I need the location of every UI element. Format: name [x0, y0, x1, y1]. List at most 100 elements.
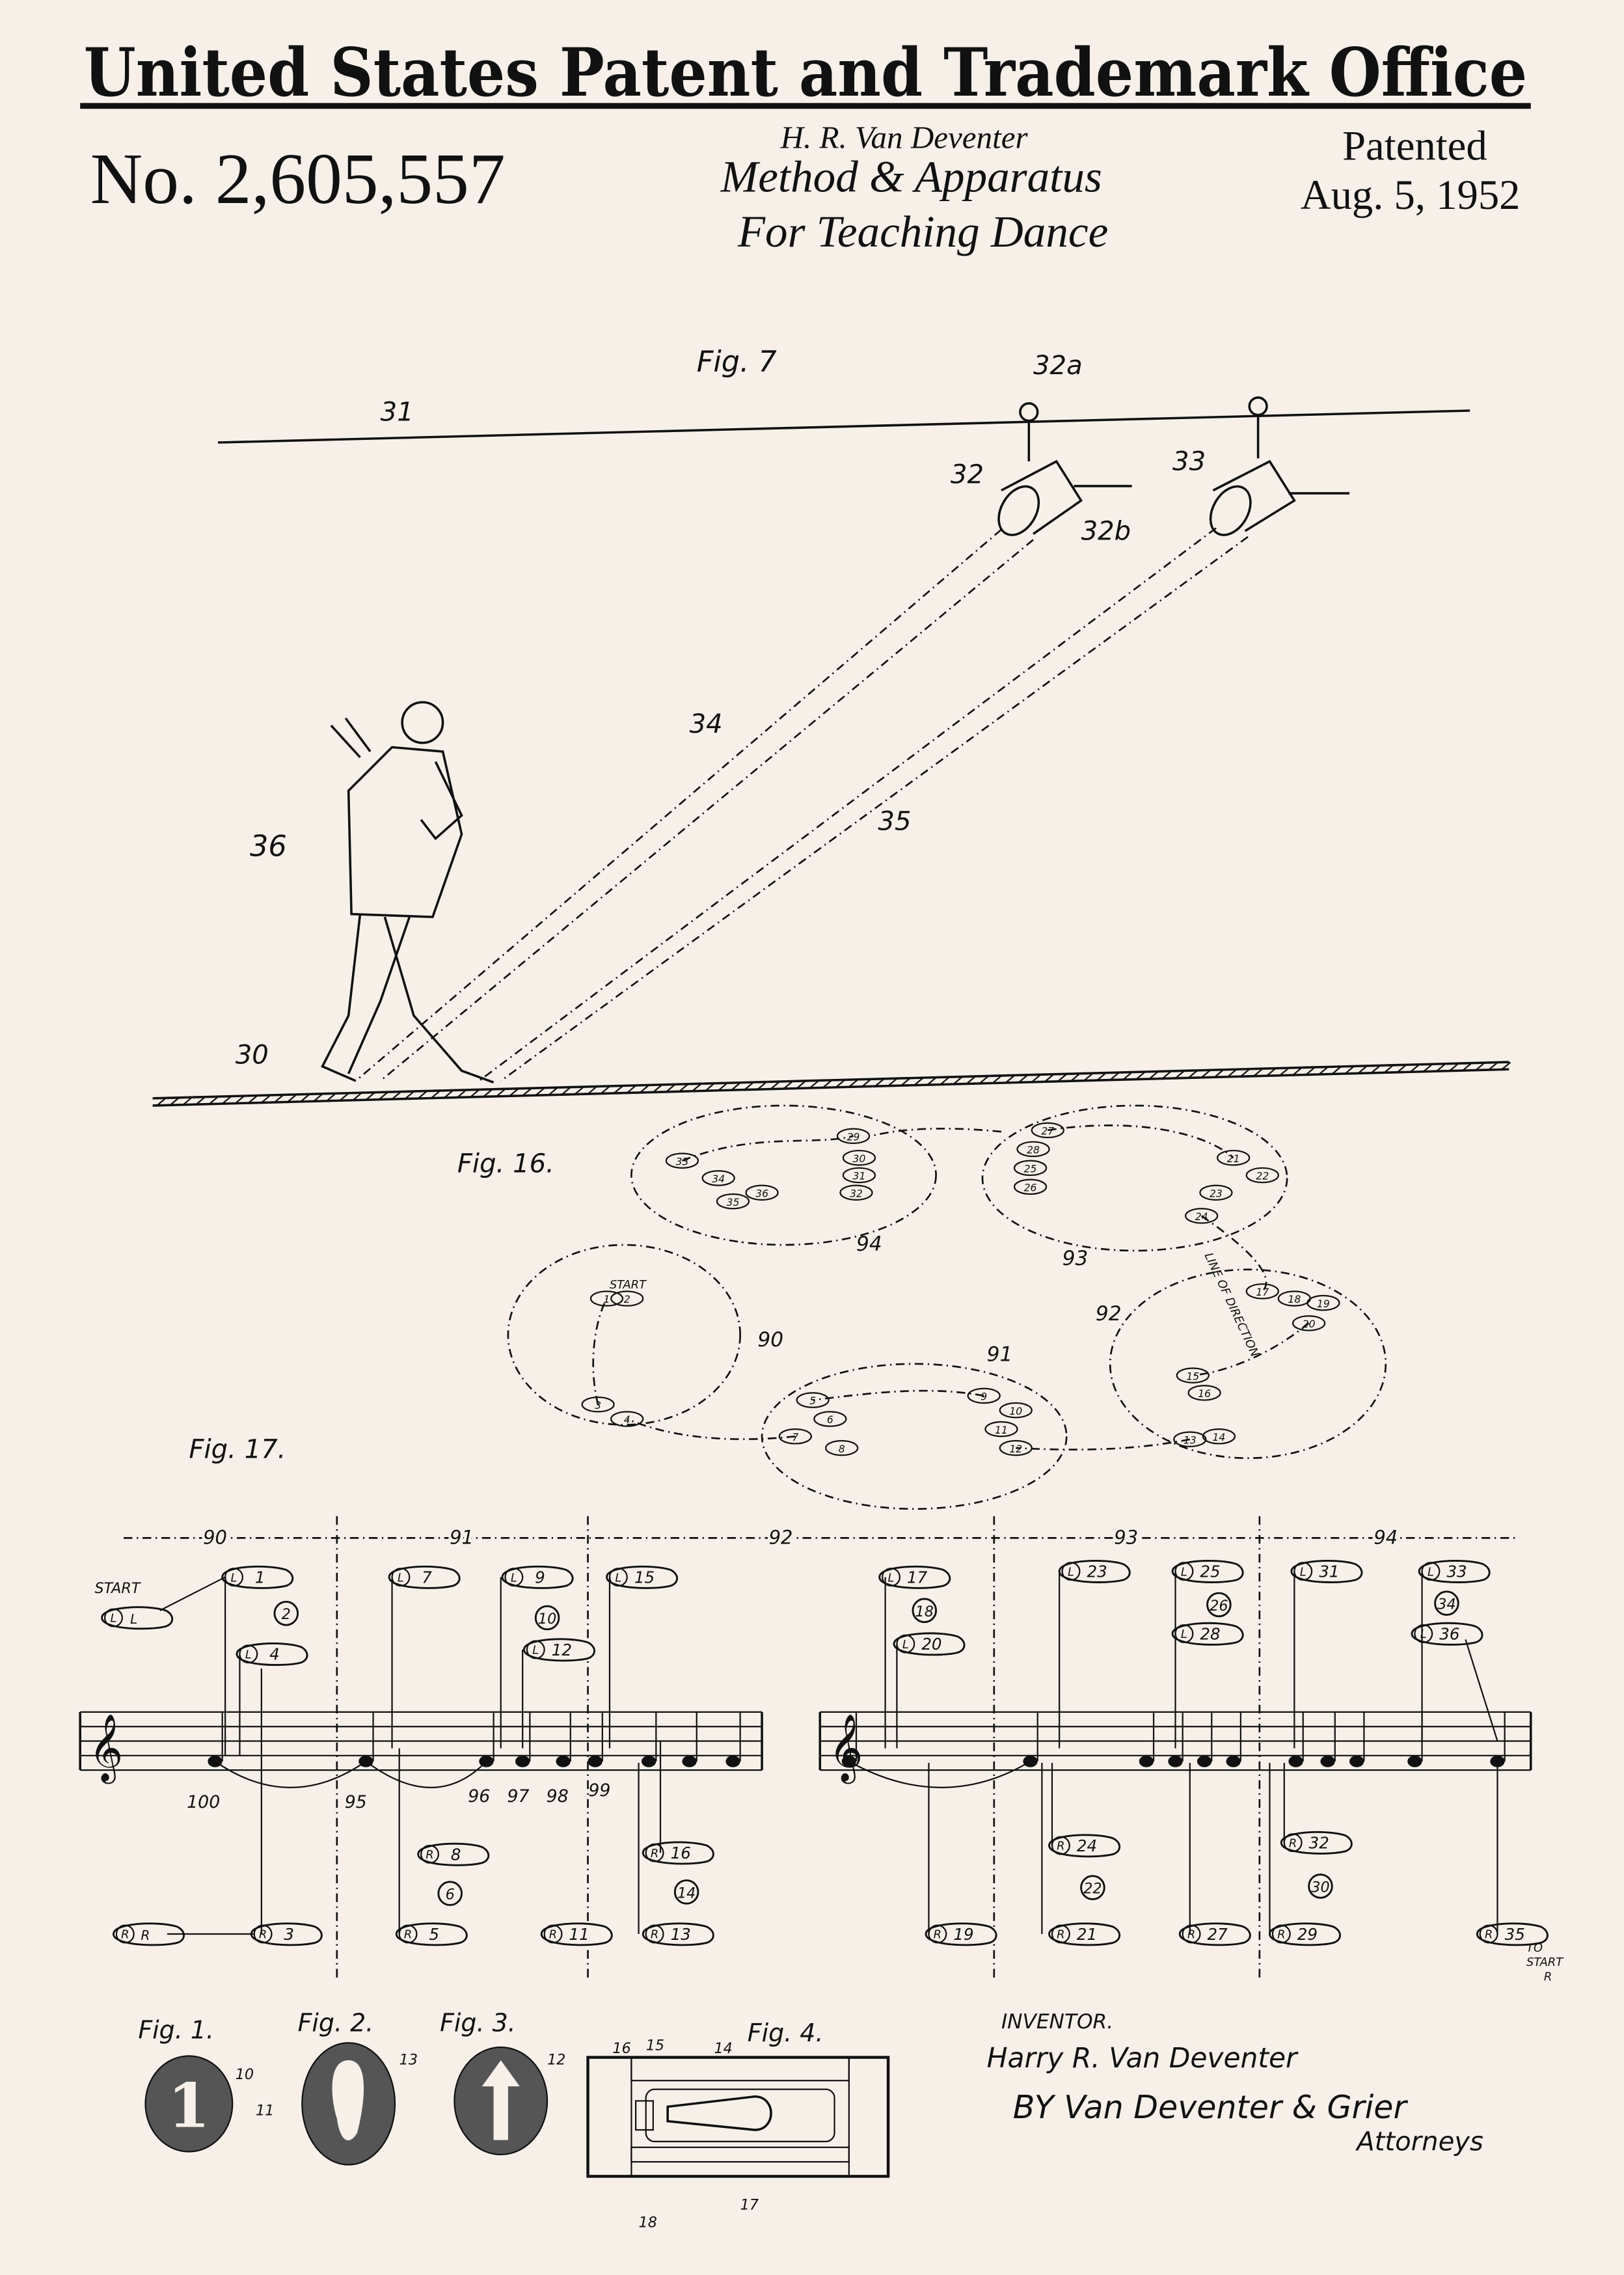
ref-18: 18 — [639, 2214, 657, 2231]
fig16-step-number: 32 — [850, 1188, 863, 1199]
region-93 — [981, 1104, 1288, 1252]
svg-text:R: R — [1485, 1928, 1493, 1942]
fig16-step: 26 — [1013, 1178, 1048, 1195]
svg-text:R: R — [1277, 1928, 1285, 1942]
svg-text:L: L — [902, 1638, 909, 1652]
svg-text:L: L — [1300, 1565, 1306, 1579]
music-staff: 𝄞 — [79, 1711, 763, 1784]
ref-10: 10 — [236, 2066, 254, 2083]
fig16-step: 22 — [1245, 1167, 1279, 1184]
fig16-step-number: 28 — [1027, 1145, 1040, 1156]
fig16-step-number: 30 — [853, 1153, 866, 1165]
svg-text:R: R — [426, 1848, 433, 1862]
count-circle: 22 — [1080, 1875, 1105, 1900]
count-number: 10 — [538, 1611, 556, 1628]
svg-text:L: L — [1428, 1565, 1434, 1579]
note — [515, 1711, 531, 1767]
measure-label: 90 — [203, 1526, 227, 1548]
fig16-step-number: 36 — [755, 1188, 768, 1199]
fig16-step-number: 17 — [1256, 1287, 1269, 1298]
to-start-label: START — [1526, 1955, 1564, 1969]
disc-fig1 — [144, 2055, 234, 2153]
fig16-step: 13 — [1173, 1431, 1207, 1448]
left-foot-step: L 23 — [1058, 1559, 1131, 1583]
lamp-hanger-32a — [1019, 402, 1039, 422]
ref-33: 33 — [1172, 446, 1206, 476]
fig16-step-number: 8 — [839, 1443, 845, 1455]
lamp-hanger-33 — [1248, 396, 1268, 416]
note — [1349, 1711, 1365, 1767]
floor-hatching — [156, 1061, 1511, 1106]
fig16-step-number: 4 — [624, 1414, 630, 1426]
ref-13: 13 — [399, 2052, 418, 2069]
count-circle: 26 — [1206, 1592, 1232, 1618]
spotlight-32 — [997, 459, 1132, 536]
line-of-direction-label: LINE OF DIRECTION — [1202, 1251, 1262, 1359]
svg-text:L: L — [1068, 1565, 1074, 1579]
fig16-step-number: 18 — [1288, 1294, 1301, 1305]
svg-text:L: L — [1420, 1628, 1427, 1641]
fig16-step-number: 19 — [1317, 1298, 1330, 1310]
right-foot-step-number: 29 — [1297, 1925, 1318, 1944]
note — [1168, 1711, 1184, 1767]
patent-date: Aug. 5, 1952 — [1301, 171, 1521, 218]
ref-34: 34 — [690, 709, 723, 739]
lamp-housing-fig4 — [586, 2056, 890, 2178]
fig16-step: 29 — [836, 1128, 871, 1145]
ref-17: 17 — [740, 2197, 759, 2214]
right-foot-step: R 16 — [642, 1841, 714, 1865]
fig16-step-number: 5 — [809, 1395, 816, 1407]
figure-16: Fig. 16. 94 93 90 91 92 START LINE OF DI… — [457, 1104, 1387, 1510]
ref-36: 36 — [250, 829, 287, 863]
footprint-icon — [332, 2060, 364, 2141]
left-foot-step-number: 4 — [269, 1645, 280, 1664]
fig16-step: 17 — [1245, 1283, 1279, 1300]
fig4-label: Fig. 4. — [748, 2019, 824, 2047]
count-number: 22 — [1083, 1881, 1102, 1898]
svg-text:L: L — [398, 1571, 404, 1585]
fig16-step: 36 — [745, 1184, 779, 1201]
left-foot-step-number: 9 — [535, 1568, 545, 1587]
svg-text:R: R — [651, 1847, 658, 1860]
left-foot-step-number: 7 — [422, 1568, 432, 1587]
fig16-step: 11 — [984, 1421, 1018, 1437]
fig16-step-number: 35 — [727, 1197, 740, 1208]
start-right-foot-label: R — [141, 1928, 150, 1943]
fig16-step: 27 — [1031, 1122, 1064, 1139]
fig16-step-number: 21 — [1227, 1153, 1240, 1165]
fig16-step: 8 — [825, 1439, 859, 1456]
fig16-step-number: 10 — [1009, 1406, 1022, 1417]
note-ref: 100 — [187, 1792, 220, 1812]
fig16-step-number: 6 — [827, 1414, 833, 1426]
right-foot-step-number: 13 — [671, 1925, 691, 1944]
fig16-step-number: 11 — [995, 1424, 1008, 1436]
ref-32: 32 — [951, 459, 984, 489]
right-foot-step-number: 8 — [451, 1845, 461, 1864]
left-foot-step-number: 36 — [1439, 1624, 1459, 1643]
svg-text:L: L — [888, 1571, 895, 1585]
right-foot-step-number: 16 — [671, 1844, 691, 1862]
measure-label: 94 — [1374, 1526, 1398, 1548]
note — [1288, 1711, 1304, 1767]
fig16-step: 19 — [1306, 1294, 1340, 1311]
disc-numeral: 1 — [168, 2071, 210, 2142]
ref-15: 15 — [646, 2037, 664, 2054]
fig16-step: 10 — [999, 1402, 1033, 1419]
note-ref: 95 — [345, 1792, 367, 1812]
note — [479, 1711, 494, 1767]
count-circle: 2 — [273, 1601, 299, 1626]
start-label: START — [610, 1278, 647, 1292]
note-ref: 96 — [468, 1786, 490, 1806]
left-foot-step-number: 23 — [1087, 1562, 1107, 1581]
note — [1197, 1711, 1213, 1767]
fig2-label: Fig. 2. — [298, 2008, 374, 2037]
